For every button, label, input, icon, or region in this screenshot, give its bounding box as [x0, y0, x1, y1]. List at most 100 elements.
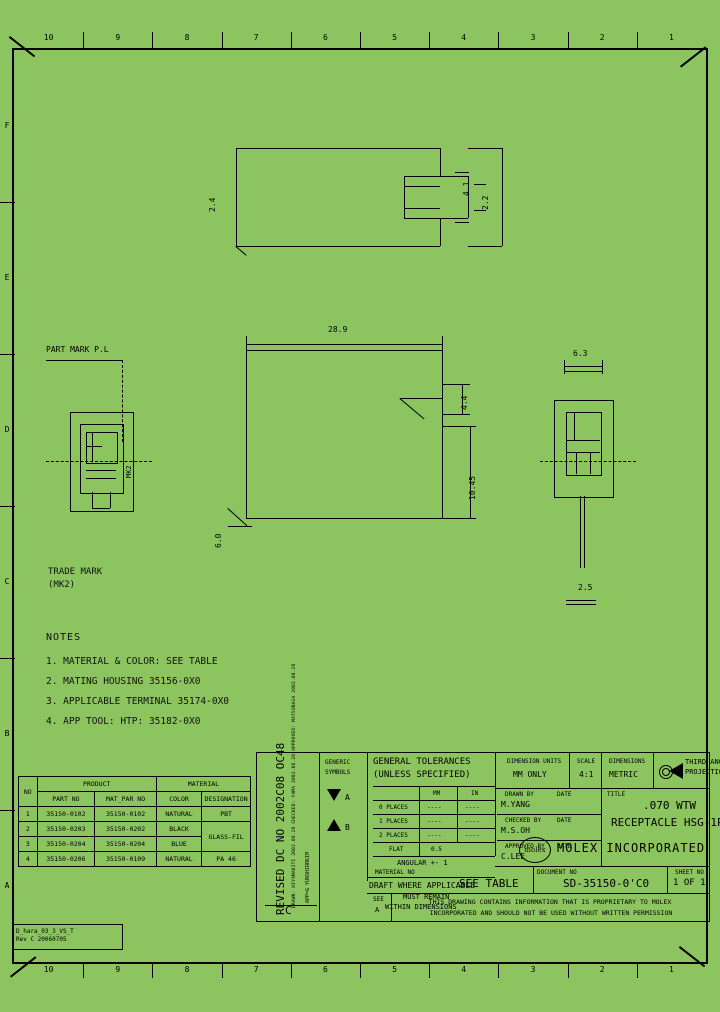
- zone-label-top: 6: [322, 33, 328, 42]
- zone-tick-bottom: [221, 962, 223, 978]
- zone-tick-left: [0, 506, 15, 507]
- dim-front-right: 4.4: [460, 395, 469, 410]
- cell-part-no: 35150-0206: [36, 851, 96, 867]
- tol-row-mm: ----: [427, 832, 442, 839]
- dim-front-height: 10.45: [468, 475, 477, 500]
- zone-tick-bottom: [567, 962, 569, 978]
- symbol-b-triangle-icon: [327, 819, 341, 831]
- th-color: COLOR: [155, 791, 203, 807]
- table-row: 2 35150-0203 35150-0202 BLACK GLASS-FIL: [18, 821, 251, 852]
- cell-part-no: 35150-0102: [36, 806, 96, 822]
- tol-row-label: 0 PLACES: [379, 804, 408, 811]
- trade-mark-label: TRADE MARK: [48, 567, 103, 577]
- general-tolerances-sub: (UNLESS SPECIFIED): [373, 770, 471, 780]
- part-mark-callout: PART MARK P.L: [46, 345, 109, 354]
- company-name: MOLEX INCORPORATED: [557, 841, 706, 855]
- zone-label-left: F: [4, 121, 10, 130]
- checked-by-label: CHECKED BY: [505, 817, 542, 824]
- dim-units-label: DIMENSION UNITS: [507, 758, 562, 765]
- tol-row-in: ----: [465, 832, 480, 839]
- note-item: 3. APPLICABLE TERMINAL 35174-0X0: [46, 696, 230, 707]
- zone-tick-top: [83, 32, 85, 48]
- molex-logo-icon: molex: [519, 837, 551, 863]
- tol-flat-value: 0.5: [431, 846, 442, 853]
- see-note-symbol: A: [375, 906, 380, 914]
- zone-tick-top: [567, 32, 569, 48]
- zone-label-bottom: 3: [530, 965, 536, 974]
- zone-tick-bottom: [498, 962, 500, 978]
- scale-value: 4:1: [579, 770, 594, 779]
- tol-col-mm: MM: [433, 790, 441, 797]
- projection-label-1: THIRD ANGLE: [685, 758, 720, 766]
- cell-color: BLACK: [155, 821, 203, 837]
- left-view-cavity: [80, 424, 124, 494]
- revision-text: REVISED DC NO 2002C08 OC48: [274, 742, 287, 915]
- th-material: MATERIAL: [155, 776, 252, 792]
- dim-front-width: 28.9: [328, 325, 348, 334]
- zone-label-top: 7: [253, 33, 259, 42]
- note-item: 2. MATING HOUSING 35156-0X0: [46, 676, 201, 687]
- cell-mat-part-no: 35150-0109: [94, 851, 157, 867]
- zone-tick-bottom: [360, 962, 361, 978]
- symbol-a-label: A: [345, 793, 350, 802]
- title-line-2: RECEPTACLE HSG-1P: [611, 816, 720, 829]
- cell-no: 3: [18, 836, 38, 852]
- tol-row-mm: ----: [427, 818, 442, 825]
- revision-sub: DRAWN: HIYAMAKITI 2002.08.28 CHECKED: YA…: [292, 663, 297, 908]
- dim-units-value: MM ONLY: [513, 770, 547, 779]
- zone-label-bottom: 6: [322, 965, 328, 974]
- zone-label-left: B: [4, 729, 10, 738]
- approved-by-date-label: DATE: [557, 843, 572, 850]
- zone-label-top: 2: [599, 33, 605, 42]
- trade-mark-note: TRADE MARK (MK2): [48, 566, 102, 592]
- checked-by-value: M.S.OH: [501, 826, 530, 835]
- tol-row-in: ----: [465, 804, 480, 811]
- general-tolerances-title: GENERAL TOLERANCES: [373, 757, 471, 767]
- drawn-by-date-label: DATE: [557, 791, 572, 798]
- parts-table: NO PRODUCT MATERIAL PART NO MAT_PAR NO C…: [18, 776, 252, 867]
- rev-letter: C: [285, 904, 292, 917]
- table-row: 1 35150-0102 35150-0102 NATURAL PBT: [18, 806, 251, 822]
- zone-tick-top: [152, 32, 154, 48]
- tol-col-in: IN: [471, 790, 479, 797]
- dim-side-bottom: 2.5: [578, 583, 593, 592]
- zone-label-bottom: 10: [43, 965, 54, 974]
- zone-tick-left: [0, 810, 15, 811]
- zone-tick-top: [290, 32, 292, 48]
- tol-angular: ANGULAR +- 1: [397, 859, 448, 867]
- rev-stamp: D_hara_03_3_VS_T Rev C 20060705: [16, 928, 74, 944]
- zone-label-top: 5: [392, 33, 397, 42]
- zone-tick-top: [221, 32, 223, 48]
- cell-no: 2: [18, 821, 38, 837]
- zone-label-top: 4: [461, 33, 467, 42]
- zone-label-left: D: [4, 425, 10, 434]
- cell-color: NATURAL: [155, 851, 203, 867]
- symbol-b-label: B: [345, 823, 350, 832]
- within-dims-note: WITHIN DIMENSIONS: [385, 903, 457, 911]
- revision-signoff: APP=G YUNSHIRRKIM: [305, 851, 311, 903]
- zone-tick-left: [0, 354, 15, 355]
- cell-designation: PBT: [201, 806, 251, 822]
- th-designation: DESIGNATION: [201, 791, 251, 807]
- cell-mat-part-no: 35150-0204: [94, 836, 157, 852]
- dim-top-right-a: 4.1: [462, 181, 471, 196]
- zone-tick-top: [636, 32, 638, 48]
- zone-label-bottom: 1: [668, 965, 674, 974]
- zone-label-bottom: 4: [461, 965, 467, 974]
- zone-label-top: 9: [115, 33, 121, 42]
- symbols-label-1: GENERIC: [325, 759, 351, 766]
- drawn-by-label: DRAWN BY: [505, 791, 534, 798]
- zone-label-top: 8: [184, 33, 190, 42]
- table-row: 4 35150-0206 35150-0109 NATURAL PA 46: [18, 851, 251, 867]
- title-block: REVISED DC NO 2002C08 OC48 DRAWN: HIYAMA…: [256, 664, 720, 922]
- zone-tick-bottom: [152, 962, 154, 978]
- left-view-body: [70, 412, 134, 512]
- cell-mat-part-no: 35150-0102: [94, 806, 157, 822]
- dimensions-label: DIMENSIONS: [609, 758, 646, 765]
- zone-label-bottom: 5: [392, 965, 397, 974]
- th-product: PRODUCT: [36, 776, 157, 792]
- zone-label-top: 10: [43, 33, 54, 42]
- dim-front-bottom: 6.0: [214, 533, 223, 548]
- document-no-label: DOCUMENT NO: [537, 869, 577, 876]
